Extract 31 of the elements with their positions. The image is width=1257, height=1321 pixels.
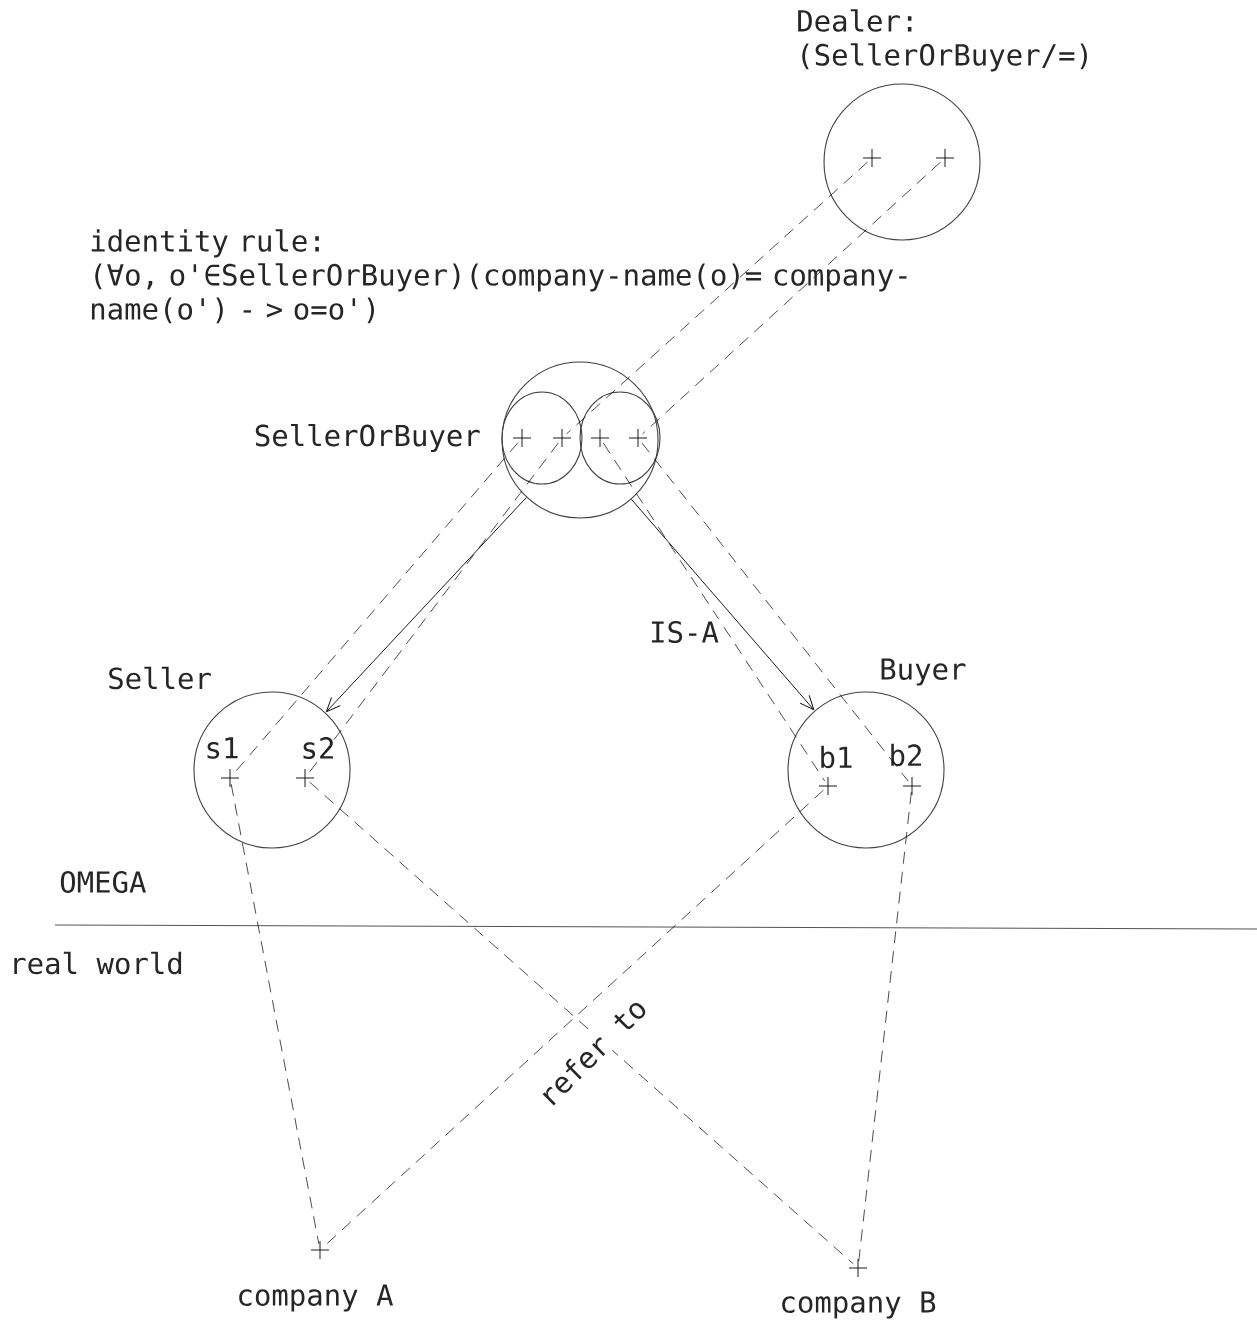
labeled-point: b1: [818, 745, 852, 796]
cross-mark: [552, 428, 572, 448]
text-label: real world: [14, 951, 182, 975]
edge-label: IS-A: [647, 619, 721, 645]
text-label: identity rule:: [91, 229, 319, 258]
ellipse: [501, 391, 583, 485]
arrow: [325, 497, 527, 713]
node-label: SellerOrBuyer: [255, 423, 480, 453]
text-label: OMEGA: [60, 871, 146, 893]
arrow: [631, 498, 815, 711]
cross-mark: [590, 428, 610, 448]
labeled-point: company A: [239, 1240, 394, 1312]
node-label: Buyer: [881, 658, 966, 686]
dashed-line: [603, 442, 825, 782]
dashed-line: [230, 783, 320, 1245]
node-label: Seller: [109, 666, 211, 690]
labeled-point: b2: [891, 743, 922, 796]
cross-mark: [862, 148, 882, 168]
labeled-point: s1: [207, 737, 240, 788]
labeled-point: s2: [295, 737, 333, 788]
dashed-line: [641, 442, 909, 782]
labeled-point: company B: [782, 1258, 936, 1319]
text-label: (∀o, o'∈SellerOrBuyer)(company-name(o)= company-name(o') - > o=o'): [91, 263, 907, 324]
dashed-line: [858, 791, 912, 1263]
dashed-line: [642, 161, 941, 435]
dashed-line: [566, 161, 868, 435]
cross-mark: [935, 148, 955, 168]
cross-mark: [512, 428, 532, 448]
node-label: Dealer: (SellerOrBuyer/=): [798, 9, 1087, 72]
cross-mark: [628, 428, 648, 448]
ellipse: [579, 391, 661, 485]
